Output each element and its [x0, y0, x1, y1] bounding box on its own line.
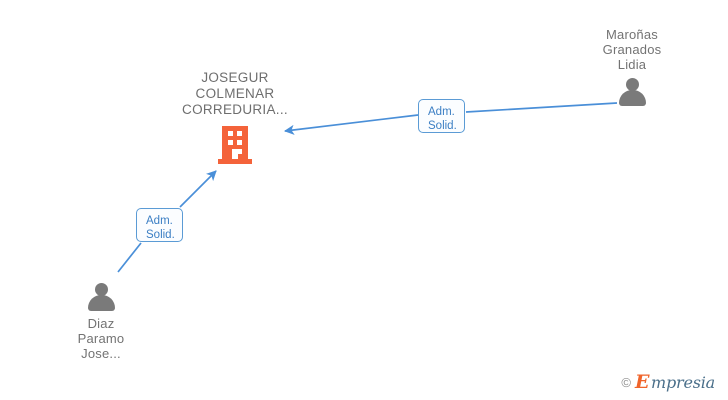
edge-label-adm-solid-top[interactable]: Adm. Solid. [418, 99, 465, 133]
person-icon [615, 78, 649, 106]
brand-name: mpresia [651, 372, 715, 392]
company-name-label: JOSEGUR COLMENAR CORREDURIA... [182, 70, 288, 117]
person-icon [84, 283, 118, 311]
copyright-symbol: © [621, 375, 632, 390]
edge-top-person [283, 102, 618, 135]
building-icon [218, 126, 252, 164]
edge-label-adm-solid-bottom[interactable]: Adm. Solid. [136, 208, 183, 242]
node-company[interactable]: JOSEGUR COLMENAR CORREDURIA... [165, 70, 305, 164]
node-person-diaz-paramo-jose[interactable]: Diaz Paramo Jose... [31, 283, 171, 361]
edge-bottom-person [117, 170, 217, 273]
watermark-empresia: © E mpresia [621, 373, 715, 392]
node-person-maronas-granados-lidia[interactable]: Maroñas Granados Lidia [562, 27, 702, 106]
person-name-label: Maroñas Granados Lidia [602, 27, 662, 72]
person-name-label: Diaz Paramo Jose... [77, 316, 125, 361]
brand-initial: E [635, 371, 649, 393]
